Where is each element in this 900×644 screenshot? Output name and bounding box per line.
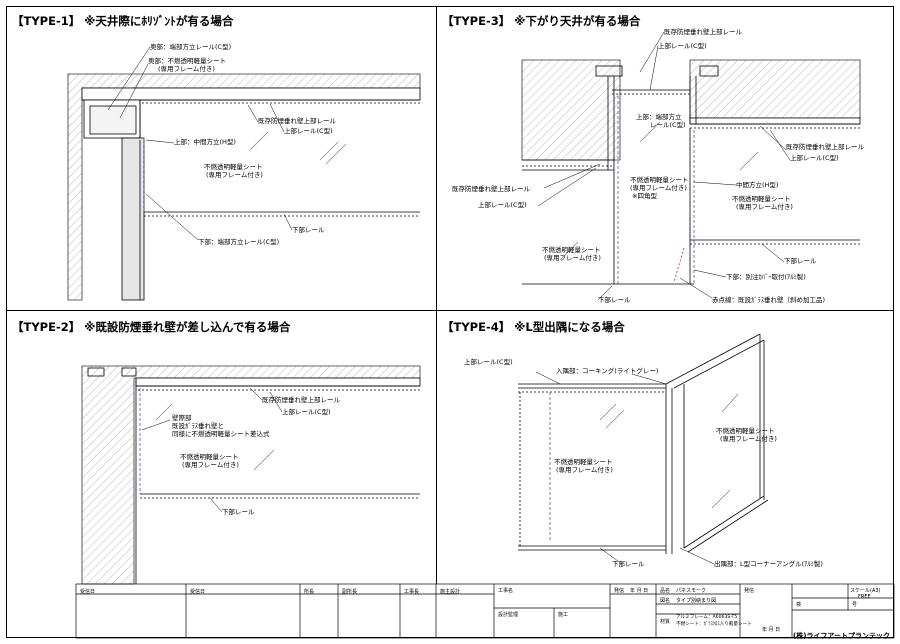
type3-label-existing-right: 既存防煙垂れ壁上部レール xyxy=(786,143,864,151)
type1-label-upper-mid-stud: 上部：中間方立(H型) xyxy=(174,138,236,146)
type1-drawing xyxy=(67,46,421,301)
type4-label-corner-out: 出隅部：L型コーナーアングル(ｱﾙﾐ製) xyxy=(714,560,823,568)
tb-issued: 発信 xyxy=(614,588,625,594)
tb-material-frame: アルミフレーム：A6063S-T5 xyxy=(676,615,738,620)
tb-scale: FREE xyxy=(858,594,871,600)
type3-label-upper-rail-top: 上部レール(C型) xyxy=(658,42,707,50)
type2-label-existing-rail: 既存防煙垂れ壁上部レール xyxy=(262,396,340,404)
tb-owner-design: 施主設計 xyxy=(440,589,461,595)
type3-label-upper-rail-left: 上部レール(C型) xyxy=(478,201,527,209)
drawing-frame xyxy=(6,6,894,638)
tb-material-sheet: 不燃シート：ｶﾞﾗｽｸﾛｽ入り軽量シート xyxy=(676,622,752,627)
panel-divider-horizontal xyxy=(6,310,894,311)
tb-product: パネスモーク xyxy=(676,588,707,594)
type2-label-wall-existing: 既設ｶﾞﾗｽ垂れ壁と xyxy=(172,422,224,430)
tb-received-2: 受信日 xyxy=(190,589,206,595)
type1-label-back-sheet-frame: (専用フレーム付き) xyxy=(158,65,215,73)
type2-label-sheet-frame: (専用フレーム付き) xyxy=(182,461,239,469)
tb-project-name: 工事名 xyxy=(498,588,514,594)
tb-received-1: 受信日 xyxy=(80,589,96,595)
type3-label-red-line: 赤点線：既設ｶﾞﾗｽ垂れ壁（斜め加工品) xyxy=(712,296,826,304)
type3-label-upper-end-rail: レール(C型) xyxy=(650,121,686,129)
type2-title: 【TYPE-2】 ※既設防煙垂れ壁が差し込んで有る場合 xyxy=(12,320,291,334)
type1-label-back-stud: 奥部：端部方立レール(C型) xyxy=(150,43,232,51)
panel-divider-vertical xyxy=(436,6,437,584)
type4-label-sheet-center-frame: (専用フレーム付き) xyxy=(556,466,613,474)
tb-design-supervisor: 設計監理 xyxy=(498,612,519,618)
type4-label-upper-rail: 上部レール(C型) xyxy=(464,358,513,366)
type3-label-existing-top: 既存防煙垂れ壁上部レール xyxy=(664,28,742,36)
type3-label-sheet-frame: (専用フレーム付き) xyxy=(630,184,687,192)
tb-issued-2: 発信 xyxy=(744,588,755,594)
type2-drawing xyxy=(81,365,421,585)
type1-label-lower-stud: 下部：端部方立レール(C型) xyxy=(198,238,280,246)
tb-drawing: タイプ別納まり図 xyxy=(676,598,717,604)
tb-dept-head: 所長 xyxy=(304,589,315,595)
type2-label-lower-rail: 下部レール xyxy=(222,508,255,516)
tb-date-2: 年 月 日 xyxy=(762,627,781,633)
type3-label-sheet-right: 不燃透明軽量シート xyxy=(732,195,791,203)
type2-label-wall-insert: 同様に不燃透明軽量シート差込式 xyxy=(172,430,270,438)
type3-title: 【TYPE-3】 ※下がり天井が有る場合 xyxy=(442,14,641,28)
tb-product-label: 品名 xyxy=(660,588,671,594)
type4-label-corner-in: 入隅部：コーキング(ライトグレー) xyxy=(556,367,659,375)
type1-label-back-sheet: 奥部：不燃透明軽量シート xyxy=(148,57,226,65)
type4-title: 【TYPE-4】 ※L型出隅になる場合 xyxy=(442,320,625,334)
type1-label-existing-rail: 既存防煙垂れ壁上部レール xyxy=(258,117,336,125)
tb-drawing-label: 図名 xyxy=(660,598,671,604)
type3-label-cover: 下部：別注ｶﾊﾞｰ取付(ｱﾙﾐ製) xyxy=(726,273,806,281)
tb-page: 号 xyxy=(852,602,858,608)
tb-material-label: 材質 xyxy=(660,619,671,625)
tb-construction: 施工 xyxy=(558,612,569,618)
type2-label-sheet: 不燃透明軽量シート xyxy=(180,453,239,461)
type1-title: 【TYPE-1】 ※天井際にﾎﾘｿﾞﾝﾄが有る場合 xyxy=(12,14,234,28)
type3-drawing xyxy=(521,31,861,301)
type3-label-sheet-note: ※四角型 xyxy=(632,192,657,200)
type2-label-wall-edge: 壁際部 xyxy=(172,414,192,422)
type3-label-upper-rail-right: 上部レール(C型) xyxy=(790,154,839,162)
type1-label-lower-rail: 下部レール xyxy=(292,226,325,234)
type3-label-mid-stud: 中間方立(H型) xyxy=(736,181,779,189)
type3-label-lower-rail-bottom: 下部レール xyxy=(598,296,631,304)
type4-label-sheet-center: 不燃透明軽量シート xyxy=(554,458,613,466)
type3-label-upper-end-stud: 上部：端部方立 xyxy=(636,113,682,121)
type1-label-upper-rail: 上部レール(C型) xyxy=(284,127,333,135)
company-name: (株)ライフアートプランテック xyxy=(793,632,890,640)
type2-label-upper-rail: 上部レール(C型) xyxy=(282,408,331,416)
type3-label-sheet-right-frame: (専用フレーム付き) xyxy=(736,203,793,211)
tb-deputy-head: 副所長 xyxy=(342,589,358,595)
type1-label-sheet-frame: (専用フレーム付き) xyxy=(206,171,263,179)
type3-label-sheet-left: 不燃透明軽量シート xyxy=(542,246,601,254)
type3-label-sheet: 不燃透明軽量シート xyxy=(630,176,689,184)
tb-check: 検 xyxy=(796,602,802,608)
type4-label-lower-rail: 下部レール xyxy=(612,560,645,568)
type3-label-sheet-left-frame: (専用フレーム付き) xyxy=(544,254,601,262)
tb-scale-label: スケール(A3) xyxy=(850,588,881,594)
type4-label-sheet-right-frame: (専用フレーム付き) xyxy=(720,435,777,443)
type4-drawing xyxy=(518,333,769,565)
type1-label-sheet: 不燃透明軽量シート xyxy=(204,163,263,171)
type3-label-lower-rail-right: 下部レール xyxy=(784,257,817,265)
type4-label-sheet-right: 不燃透明軽量シート xyxy=(716,427,775,435)
tb-construction-head: 工事長 xyxy=(404,589,420,595)
title-block-grid xyxy=(75,583,895,639)
type3-label-existing-left: 既存防煙垂れ壁上部レール xyxy=(452,185,530,193)
tb-date: 年 月 日 xyxy=(630,588,649,594)
